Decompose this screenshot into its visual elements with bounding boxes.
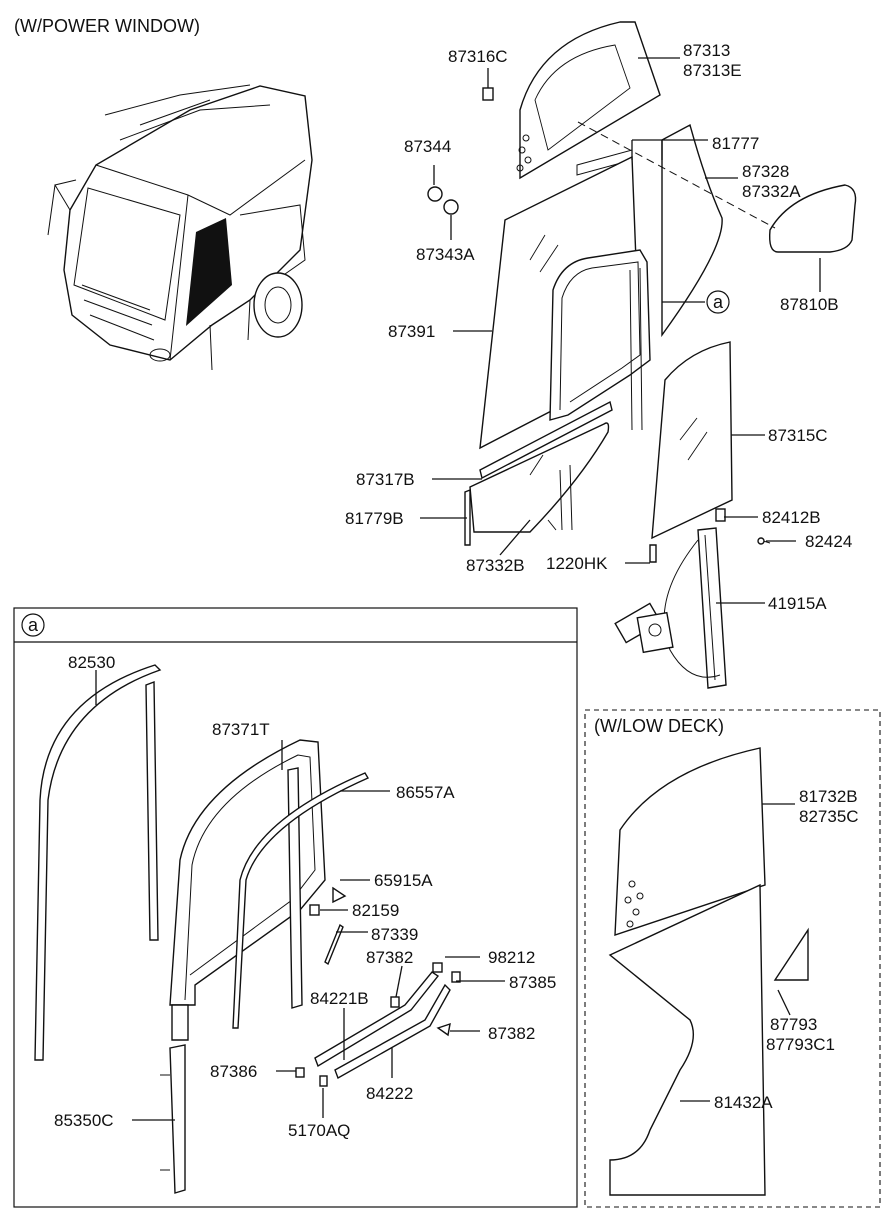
detail-a-frame bbox=[13, 607, 578, 1208]
window-regulator-41915A bbox=[614, 527, 727, 689]
door-glass-highlight bbox=[186, 218, 232, 326]
label-87313E: 87313E bbox=[683, 61, 742, 80]
label-98212: 98212 bbox=[488, 948, 535, 967]
label-85350C: 85350C bbox=[54, 1111, 114, 1130]
clip-82159 bbox=[309, 904, 320, 916]
label-84222: 84222 bbox=[366, 1084, 413, 1103]
door-glass-87315C bbox=[651, 341, 733, 540]
label-87317B: 87317B bbox=[356, 470, 415, 489]
clip-65915A bbox=[332, 886, 347, 904]
glass-81432A bbox=[608, 883, 766, 1196]
moulding-87317B bbox=[479, 400, 613, 480]
label-81432A: 81432A bbox=[714, 1093, 773, 1112]
fastener-87344 bbox=[427, 186, 443, 202]
label-87371T: 87371T bbox=[212, 720, 270, 739]
bolt-82424 bbox=[757, 537, 765, 545]
side-glass-87328 bbox=[661, 123, 723, 338]
clip-87316C bbox=[482, 87, 494, 101]
bus-illustration bbox=[47, 84, 313, 371]
title-low-deck: (W/LOW DECK) bbox=[594, 716, 724, 736]
label-65915A: 65915A bbox=[374, 871, 433, 890]
label-84221B: 84221B bbox=[310, 989, 369, 1008]
label-1220HK: 1220HK bbox=[546, 554, 608, 573]
label-82735C: 82735C bbox=[799, 807, 859, 826]
door-glass-87332B bbox=[469, 422, 610, 533]
label-87382-lower: 87382 bbox=[488, 1024, 535, 1043]
clip-87382-upper bbox=[390, 996, 400, 1008]
label-87332B: 87332B bbox=[466, 556, 525, 575]
run-channel-82530 bbox=[34, 664, 162, 1061]
moulding-84222 bbox=[334, 983, 451, 1080]
label-87339: 87339 bbox=[371, 925, 418, 944]
label-81779B: 81779B bbox=[345, 509, 404, 528]
title-power-window: (W/POWER WINDOW) bbox=[14, 16, 200, 36]
label-87810B: 87810B bbox=[780, 295, 839, 314]
label-81777: 81777 bbox=[712, 134, 759, 153]
label-87315C: 87315C bbox=[768, 426, 828, 445]
moulding-84221B bbox=[314, 971, 440, 1068]
bolt-1220HK bbox=[649, 544, 657, 563]
label-87386: 87386 bbox=[210, 1062, 257, 1081]
clip-87386 bbox=[295, 1067, 305, 1078]
label-87385: 87385 bbox=[509, 973, 556, 992]
detail-a-callout bbox=[706, 290, 730, 314]
label-82424: 82424 bbox=[805, 532, 852, 551]
door-frame-run bbox=[549, 249, 651, 421]
label-87343A: 87343A bbox=[416, 245, 475, 264]
label-82530: 82530 bbox=[68, 653, 115, 672]
label-87391: 87391 bbox=[388, 322, 435, 341]
channel-81779B bbox=[464, 488, 471, 546]
bracket-82412B bbox=[715, 508, 726, 522]
glass-87810B bbox=[768, 184, 857, 253]
label-86557A: 86557A bbox=[396, 783, 455, 802]
label-87793C1: 87793C1 bbox=[766, 1035, 835, 1054]
label-5170AQ: 5170AQ bbox=[288, 1121, 350, 1140]
clip-87385 bbox=[451, 971, 461, 983]
glass-81732B bbox=[614, 747, 766, 936]
leader-lines bbox=[95, 57, 821, 1121]
fastener-87343A bbox=[443, 199, 459, 215]
label-87344: 87344 bbox=[404, 137, 451, 156]
label-82159: 82159 bbox=[352, 901, 399, 920]
label-87332A: 87332A bbox=[742, 182, 801, 201]
clip-5170AQ bbox=[319, 1075, 328, 1087]
label-81732B: 81732B bbox=[799, 787, 858, 806]
detail-a-callout-label: a bbox=[713, 292, 724, 312]
upper-quarter-glass bbox=[519, 21, 661, 180]
rod-87339 bbox=[324, 923, 344, 966]
clip-87382-lower bbox=[436, 1022, 451, 1037]
label-87382-upper: 87382 bbox=[366, 948, 413, 967]
label-87793: 87793 bbox=[770, 1015, 817, 1034]
label-82412B: 82412B bbox=[762, 508, 821, 527]
label-87316C: 87316C bbox=[448, 47, 508, 66]
weatherstrip-86557A bbox=[232, 772, 370, 1029]
channel-85350C bbox=[169, 1044, 186, 1194]
label-41915A: 41915A bbox=[768, 594, 827, 613]
clip-98212 bbox=[432, 962, 443, 973]
label-87313: 87313 bbox=[683, 41, 730, 60]
detail-a-marker bbox=[21, 613, 45, 637]
low-deck-frame bbox=[584, 709, 881, 1208]
label-87328: 87328 bbox=[742, 162, 789, 181]
detail-a-marker-label: a bbox=[28, 615, 39, 635]
glass-87793 bbox=[773, 927, 809, 981]
